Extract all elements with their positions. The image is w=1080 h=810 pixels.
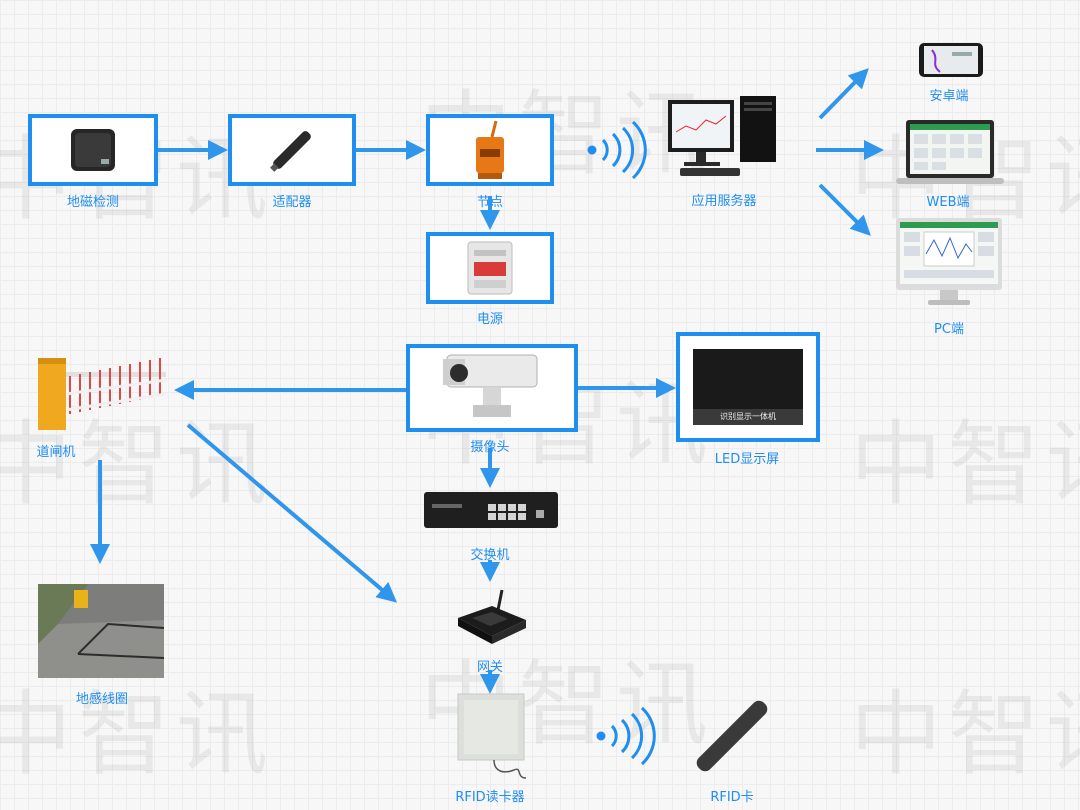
rfid-card-icon bbox=[696, 700, 768, 772]
pc-label: PC端 bbox=[934, 322, 964, 337]
node-box[interactable] bbox=[426, 114, 554, 186]
server-computer-icon bbox=[668, 96, 776, 176]
power-box[interactable] bbox=[426, 232, 554, 304]
camera-icon bbox=[443, 354, 538, 417]
rfid-reader-icon bbox=[457, 693, 527, 779]
adapter-label: 适配器 bbox=[272, 195, 312, 210]
wireless-signal-icon bbox=[587, 120, 647, 180]
arrow-barrier-to-gateway bbox=[186, 423, 398, 603]
arrow-server-to-android bbox=[818, 68, 869, 120]
power-label: 电源 bbox=[476, 312, 504, 327]
adapter-icon bbox=[270, 131, 311, 172]
gateway-label: 网关 bbox=[476, 660, 504, 675]
gateway-icon bbox=[458, 589, 526, 644]
led-screen-caption: 识别显示一体机 bbox=[693, 409, 803, 425]
geomagnetic-sensor-icon bbox=[71, 129, 115, 171]
ground-loop-photo bbox=[38, 584, 164, 678]
node-device-icon bbox=[476, 120, 504, 179]
adapter-box[interactable] bbox=[228, 114, 356, 186]
geomagnetic-label: 地磁检测 bbox=[66, 195, 120, 210]
loop-label: 地感线圈 bbox=[75, 692, 129, 707]
node-label: 节点 bbox=[476, 195, 504, 210]
pc-monitor-icon bbox=[896, 218, 1002, 305]
rfid-card-label: RFID卡 bbox=[710, 790, 754, 805]
android-phone-icon bbox=[919, 43, 983, 77]
watermark: 中智讯 bbox=[850, 411, 1080, 518]
watermark: 中智讯 bbox=[850, 681, 1080, 788]
camera-box[interactable] bbox=[406, 344, 578, 432]
network-switch-icon bbox=[424, 492, 558, 528]
led-label: LED显示屏 bbox=[714, 452, 780, 467]
geomagnetic-detector-box[interactable] bbox=[28, 114, 158, 186]
web-label: WEB端 bbox=[926, 195, 970, 210]
android-label: 安卓端 bbox=[929, 89, 969, 104]
wireless-signal-icon bbox=[596, 706, 656, 766]
barrier-gate-icon bbox=[38, 358, 167, 430]
barrier-label: 道闸机 bbox=[36, 445, 76, 460]
led-display-box[interactable]: 识别显示一体机 bbox=[676, 332, 820, 442]
camera-label: 摄像头 bbox=[470, 440, 510, 455]
led-screen: 识别显示一体机 bbox=[693, 349, 803, 425]
arrow-server-to-pc bbox=[818, 183, 871, 236]
rfid-reader-label: RFID读卡器 bbox=[455, 790, 525, 805]
switch-label: 交换机 bbox=[470, 548, 510, 563]
watermark: 中智讯 bbox=[0, 681, 275, 788]
web-laptop-icon bbox=[896, 120, 1004, 184]
server-label: 应用服务器 bbox=[691, 194, 757, 209]
power-supply-icon bbox=[467, 241, 513, 295]
